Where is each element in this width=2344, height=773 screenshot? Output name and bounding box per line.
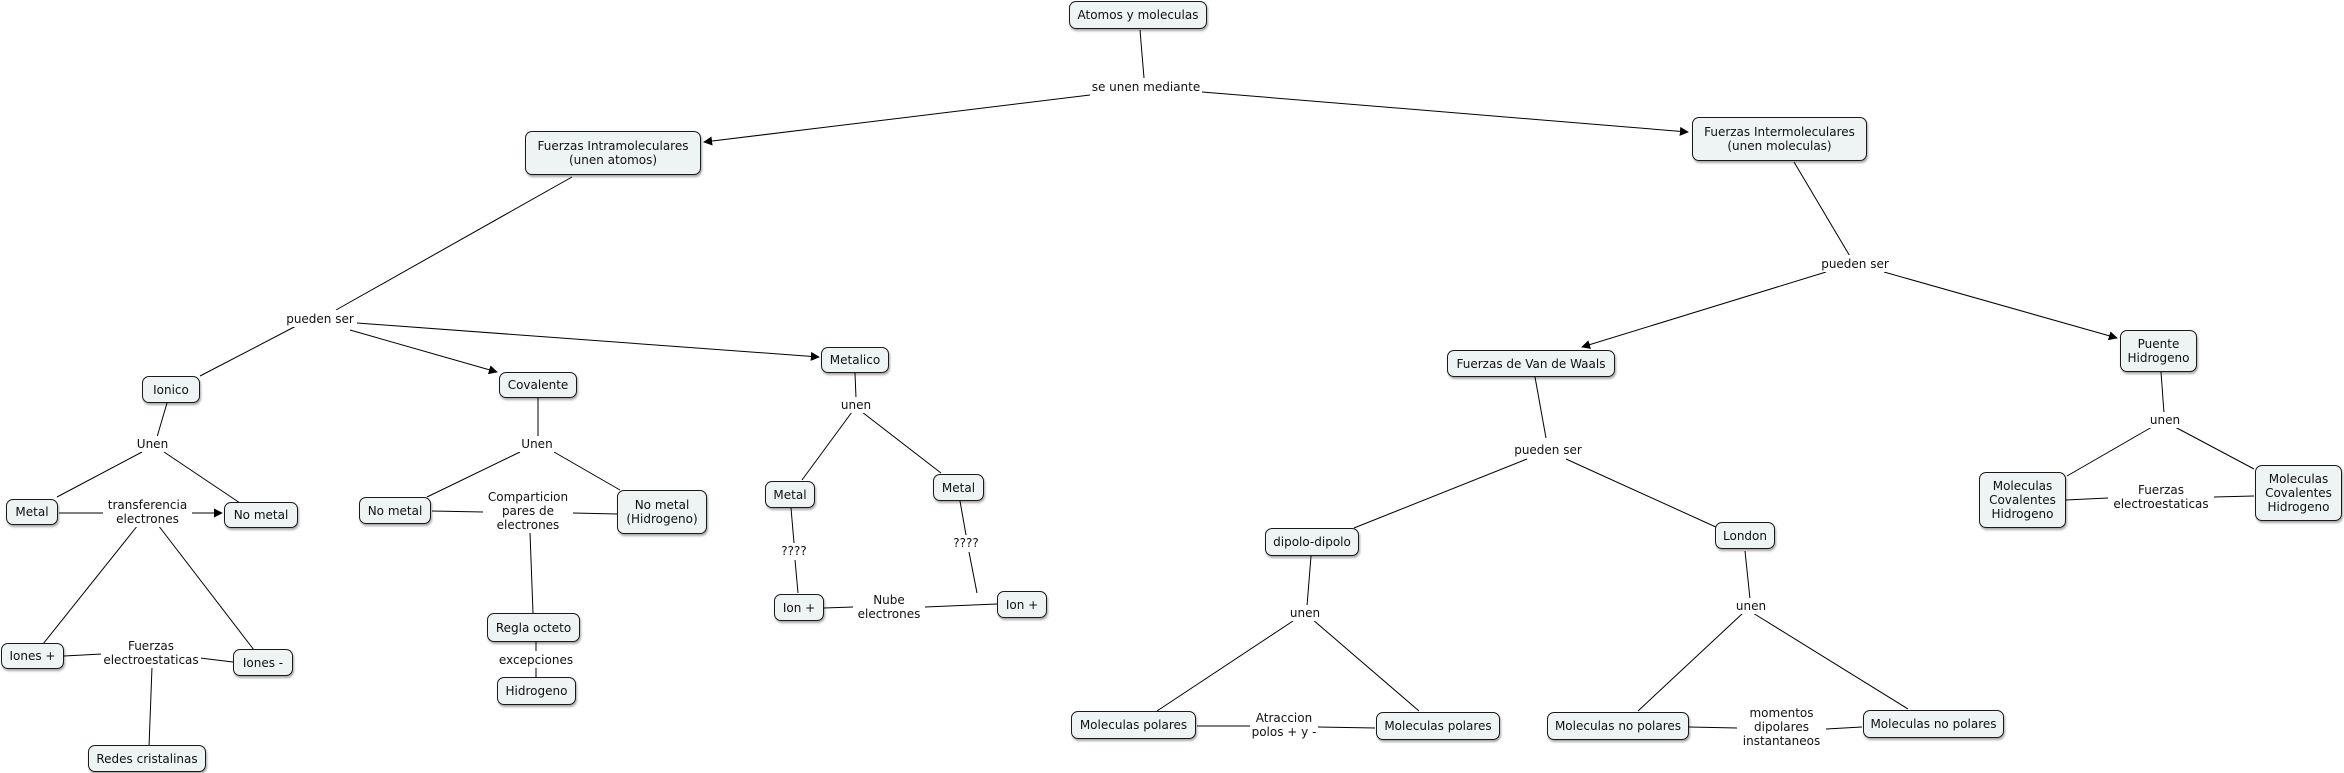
link-line — [1581, 271, 1827, 349]
concept-hidrogeno[interactable]: Hidrogeno — [497, 677, 576, 705]
link-line — [2066, 426, 2153, 477]
link-line — [1306, 555, 1312, 607]
concept-iones-negativos[interactable]: Iones - — [233, 649, 293, 676]
link-line — [968, 551, 978, 594]
phrase-pueden-ser-intra: pueden ser — [283, 310, 357, 327]
concept-moleculas-polares-1[interactable]: Moleculas polares — [1071, 711, 1196, 739]
phrase-unen-covalente: Unen — [518, 436, 556, 452]
concept-moleculas-no-polares-1[interactable]: Moleculas no polares — [1547, 712, 1689, 740]
concept-ionico[interactable]: Ionico — [142, 376, 200, 403]
phrase-nube-electrones: Nube electrones — [853, 592, 925, 622]
link-line — [1201, 91, 1689, 136]
link-line — [1311, 618, 1420, 712]
link-line — [823, 606, 854, 609]
concept-regla-octeto[interactable]: Regla octeto — [487, 613, 580, 642]
link-line — [156, 402, 168, 438]
link-line — [1744, 550, 1751, 600]
concept-atomos-moleculas[interactable]: Atomos y moleculas — [1069, 1, 1207, 29]
phrase-pueden-ser-van-der-waals: pueden ser — [1511, 441, 1585, 458]
link-line — [2160, 371, 2165, 414]
link-line — [349, 329, 498, 375]
link-line — [959, 500, 967, 536]
phrase-excepciones: excepciones — [494, 651, 578, 668]
concept-metal-metalico-2[interactable]: Metal — [933, 474, 984, 501]
concept-ion-positivo-2[interactable]: Ion + — [997, 591, 1047, 618]
concept-covalente[interactable]: Covalente — [499, 372, 577, 398]
link-line — [1353, 458, 1528, 529]
link-line — [431, 510, 484, 513]
link-line — [1825, 726, 1863, 730]
concept-ion-positivo-1[interactable]: Ion + — [774, 594, 824, 621]
link-line — [1637, 612, 1744, 712]
link-line — [854, 372, 857, 399]
concept-moleculas-polares-2[interactable]: Moleculas polares — [1376, 712, 1500, 740]
phrase-se-unen-mediante: se unen mediante — [1090, 78, 1202, 96]
link-line — [1752, 612, 1909, 710]
concept-no-metal[interactable]: No metal — [224, 502, 298, 528]
link-line — [2213, 495, 2255, 498]
link-line — [1565, 458, 1719, 529]
link-line — [801, 411, 853, 481]
phrase-unen-ionico: Unen — [134, 436, 171, 452]
link-line — [199, 657, 234, 663]
link-line — [356, 322, 820, 361]
link-line — [703, 94, 1091, 146]
link-line — [2065, 497, 2109, 501]
phrase-pueden-ser-inter: pueden ser — [1818, 255, 1892, 272]
link-line — [529, 532, 534, 614]
link-line — [56, 451, 143, 498]
link-line — [1534, 376, 1547, 439]
phrase-unen-london: unen — [1734, 598, 1768, 614]
link-line — [1793, 161, 1852, 259]
link-line — [924, 603, 998, 608]
link-line — [426, 451, 521, 498]
concept-moleculas-no-polares-2[interactable]: Moleculas no polares — [1863, 710, 2004, 738]
phrase-comparticion-pares: Comparticion pares de electrones — [483, 489, 573, 533]
concept-redes-cristalinas[interactable]: Redes cristalinas — [88, 745, 206, 772]
link-line — [42, 524, 139, 645]
link-line — [148, 666, 153, 748]
concept-iones-positivos[interactable]: Iones + — [1, 643, 64, 669]
concept-moleculas-covalentes-hidrogeno-1[interactable]: Moleculas Covalentes Hidrogeno — [1979, 472, 2066, 528]
link-line — [163, 451, 241, 504]
link-line — [1688, 726, 1738, 729]
link-line — [63, 653, 103, 657]
concept-no-metal-covalente[interactable]: No metal — [359, 497, 431, 524]
concept-metalico[interactable]: Metalico — [821, 347, 889, 373]
concept-no-metal-hidrogeno[interactable]: No metal (Hidrogeno) — [617, 490, 707, 534]
concept-puente-hidrogeno[interactable]: Puente Hidrogeno — [2120, 330, 2197, 372]
concept-fuerzas-intramoleculares[interactable]: Fuerzas Intramoleculares (unen atomos) — [525, 131, 701, 175]
phrase-fuerzas-electroestaticas-puente: Fuerzas electroestaticas — [2108, 482, 2214, 512]
link-line — [553, 451, 621, 491]
link-line — [861, 411, 942, 474]
link-line — [199, 324, 299, 377]
concept-fuerzas-intermoleculares[interactable]: Fuerzas Intermoleculares (unen moleculas… — [1692, 117, 1867, 161]
link-line — [572, 512, 618, 515]
link-line — [2174, 426, 2255, 470]
link-line — [1317, 726, 1376, 729]
concept-metal-metalico-1[interactable]: Metal — [765, 481, 815, 508]
concept-dipolo-dipolo[interactable]: dipolo-dipolo — [1265, 528, 1359, 556]
link-line — [1883, 271, 2118, 341]
link-line — [1156, 618, 1297, 712]
link-line — [157, 524, 255, 651]
concept-moleculas-covalentes-hidrogeno-2[interactable]: Moleculas Covalentes Hidrogeno — [2255, 465, 2342, 521]
phrase-fuerzas-electroestaticas-ionico: Fuerzas electroestaticas — [101, 638, 201, 668]
concept-fuerzas-van-der-waals[interactable]: Fuerzas de Van de Waals — [1447, 350, 1615, 377]
phrase-unen-metalico: unen — [838, 397, 874, 413]
phrase-unen-puente: unen — [2148, 412, 2182, 428]
link-line — [794, 559, 799, 594]
phrase-transferencia-electrones: transferencia electrones — [103, 497, 192, 527]
concept-london[interactable]: London — [1715, 522, 1775, 549]
phrase-momentos-dipolares: momentos dipolares instantaneos — [1737, 705, 1826, 749]
link-line — [1139, 29, 1145, 79]
phrase-atraccion-polos: Atraccion polos + y - — [1250, 710, 1318, 740]
link-line — [790, 507, 795, 544]
phrase-interrogacion-2: ???? — [950, 535, 982, 551]
phrase-unen-dipolo: unen — [1288, 605, 1322, 621]
phrase-interrogacion-1: ???? — [778, 543, 810, 559]
concept-metal[interactable]: Metal — [6, 499, 58, 525]
link-line — [335, 176, 573, 311]
